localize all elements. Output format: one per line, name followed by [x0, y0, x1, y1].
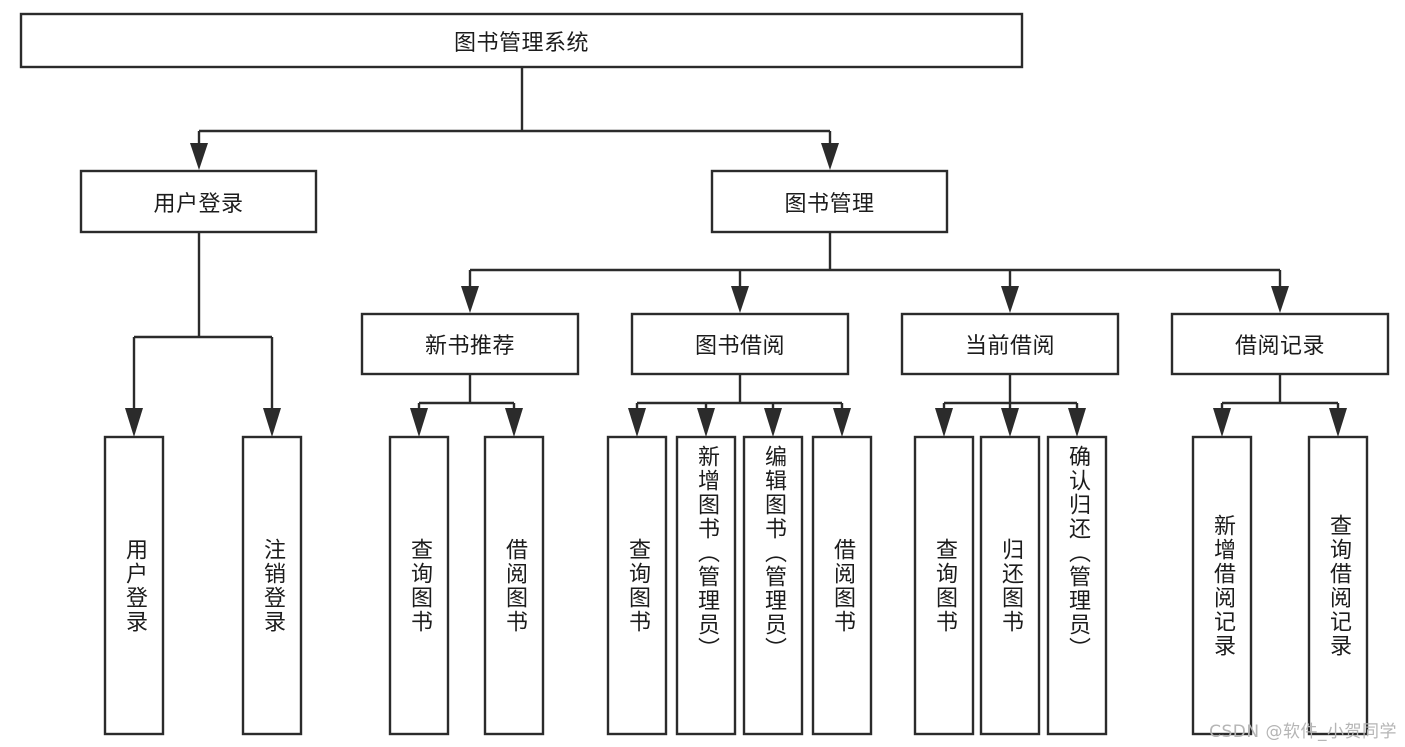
node-leaf-add-book-admin[interactable]	[675, 435, 737, 736]
arrow-head-icon-to-book-management	[821, 143, 839, 170]
node-leaf-borrow-book[interactable]	[811, 435, 873, 736]
node-leaf-user-login-action[interactable]	[103, 435, 165, 736]
arrow-head-icon-current-borrow-leaf2	[1001, 408, 1019, 437]
node-user-login[interactable]	[79, 169, 318, 234]
node-leaf-query-borrow-record[interactable]	[1307, 435, 1369, 736]
arrow-head-icon-to-current-borrow	[1001, 286, 1019, 313]
node-book-borrow[interactable]	[630, 312, 850, 376]
node-book-management[interactable]	[710, 169, 949, 234]
arrow-head-icon-book-borrow-leaf2	[697, 408, 715, 437]
node-leaf-return-book[interactable]	[979, 435, 1041, 736]
arrow-head-icon-to-user-login	[190, 143, 208, 170]
arrow-head-icon-to-new-book-recommend	[461, 286, 479, 313]
node-leaf-add-borrow-record[interactable]	[1191, 435, 1253, 736]
node-leaf-borrow-book-recommend[interactable]	[483, 435, 545, 736]
arrow-head-icon-new-book-leaf2	[505, 408, 523, 437]
arrow-head-icon-to-borrow-record	[1271, 286, 1289, 313]
node-leaf-query-book-current[interactable]	[913, 435, 975, 736]
node-leaf-query-book-borrow[interactable]	[606, 435, 668, 736]
arrow-head-icon-book-borrow-leaf1	[628, 408, 646, 437]
arrow-head-icon-new-book-leaf1	[410, 408, 428, 437]
node-borrow-record[interactable]	[1170, 312, 1390, 376]
node-leaf-edit-book-admin[interactable]	[742, 435, 804, 736]
arrow-head-icon-book-borrow-leaf4	[833, 408, 851, 437]
arrow-head-icon-user-login-leaf2	[263, 408, 281, 437]
arrow-head-icon-to-book-borrow	[731, 286, 749, 313]
arrow-head-icon-book-borrow-leaf3	[764, 408, 782, 437]
node-leaf-logout-action[interactable]	[241, 435, 303, 736]
arrow-head-icon-current-borrow-leaf3	[1068, 408, 1086, 437]
node-new-book-recommend[interactable]	[360, 312, 580, 376]
arrow-head-icon-borrow-record-leaf1	[1213, 408, 1231, 437]
arrow-head-icon-user-login-leaf1	[125, 408, 143, 437]
arrow-head-icon-current-borrow-leaf1	[935, 408, 953, 437]
node-root-book-management-system[interactable]	[19, 12, 1024, 69]
node-leaf-query-book-recommend[interactable]	[388, 435, 450, 736]
node-leaf-confirm-return-admin[interactable]	[1046, 435, 1108, 736]
arrow-head-icon-borrow-record-leaf2	[1329, 408, 1347, 437]
node-current-borrow[interactable]	[900, 312, 1120, 376]
